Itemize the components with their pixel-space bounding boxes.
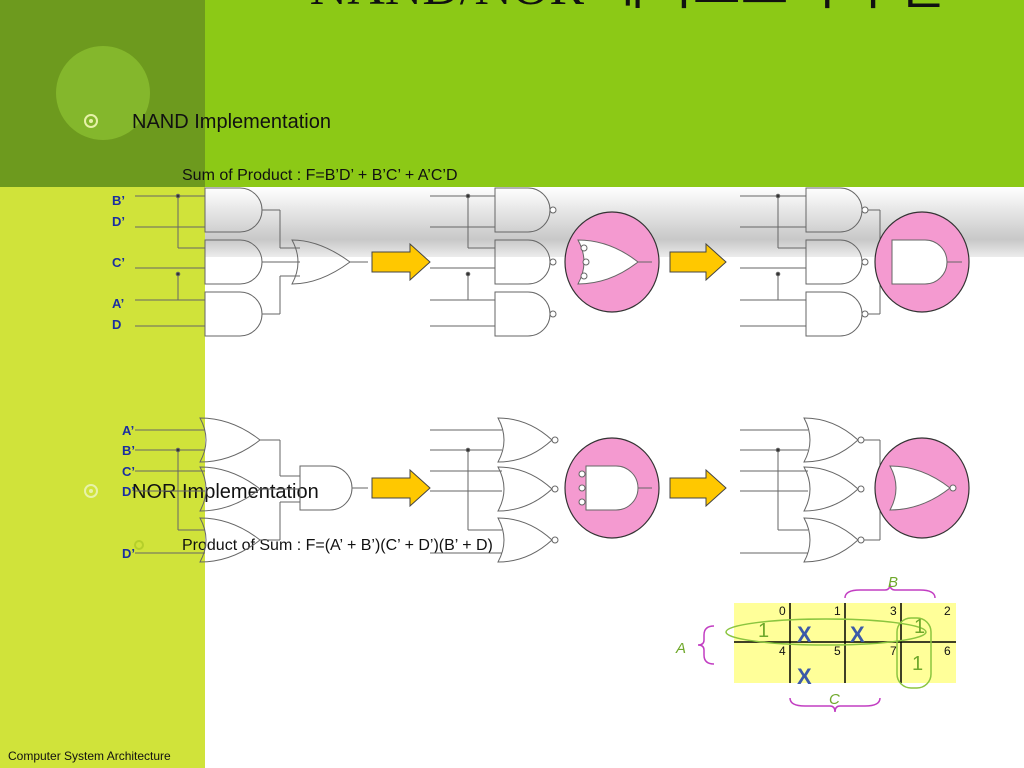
kmap-cell-number: 4 xyxy=(779,644,786,658)
kmap-mark: X xyxy=(850,622,865,647)
bullet-icon xyxy=(84,114,98,128)
nand-input-label: D’ xyxy=(112,214,125,229)
kmap-top-label: B xyxy=(888,574,899,591)
nand-equation: Sum of Product : F=B’D’ + B’C’ + A’C’D xyxy=(182,167,458,184)
kmap-mark: 1 xyxy=(912,653,924,675)
slide-title: NAND/NOR 게이트로의 구현 xyxy=(125,0,945,16)
nand-stage1-circuit xyxy=(135,187,368,337)
arrow-right-icon xyxy=(371,242,431,282)
nand-input-label: A’ xyxy=(112,296,125,311)
kmap-row-label: A xyxy=(676,640,687,657)
nor-input-label: C’ xyxy=(122,464,135,479)
sub-bullet-icon xyxy=(134,540,144,550)
nor-input-label: A’ xyxy=(122,423,135,438)
kmap-mark: X xyxy=(797,664,812,689)
kmap-cell-number: 2 xyxy=(944,604,951,618)
kmap-cell-number: 6 xyxy=(944,644,951,658)
nor-equation: Product of Sum : F=(A’ + B’)(C’ + D’)(B’… xyxy=(182,537,493,554)
kmap-mark: X xyxy=(797,622,812,647)
kmap-cell-number: 3 xyxy=(890,604,897,618)
nor-stage1-circuit xyxy=(135,417,368,563)
arrow-right-icon xyxy=(669,242,727,282)
nor-input-label: D’ xyxy=(122,546,135,561)
arrow-right-icon xyxy=(669,468,727,508)
kmap-cell-number: 7 xyxy=(890,644,897,658)
kmap-mark: 1 xyxy=(914,616,926,638)
nor-stage2-circuit xyxy=(430,417,660,563)
nand-stage3-circuit xyxy=(740,187,970,337)
nor-input-label: D’ xyxy=(122,484,135,499)
kmap-cell-number: 5 xyxy=(834,644,841,658)
slide-footer: Computer System Architecture xyxy=(8,749,171,763)
kmap-cell-number: 1 xyxy=(834,604,841,618)
kmap-cell-number: 0 xyxy=(779,604,786,618)
decorative-circle xyxy=(56,46,150,140)
nand-stage2-circuit xyxy=(430,187,660,337)
nor-input-label: B’ xyxy=(122,443,135,458)
nand-input-label: D xyxy=(112,317,122,332)
nor-heading: NOR Implementation xyxy=(132,481,319,503)
kmap-mark: 1 xyxy=(758,620,770,642)
karnaugh-map xyxy=(697,583,956,713)
kmap-bottom-label: C xyxy=(829,691,840,708)
nand-input-label: C’ xyxy=(112,255,125,270)
nor-stage3-circuit xyxy=(740,417,970,563)
bullet-icon xyxy=(84,484,98,498)
nand-input-label: B’ xyxy=(112,193,125,208)
nand-heading: NAND Implementation xyxy=(132,111,331,133)
left-sidebar-band xyxy=(0,187,205,768)
arrow-right-icon xyxy=(371,468,431,508)
